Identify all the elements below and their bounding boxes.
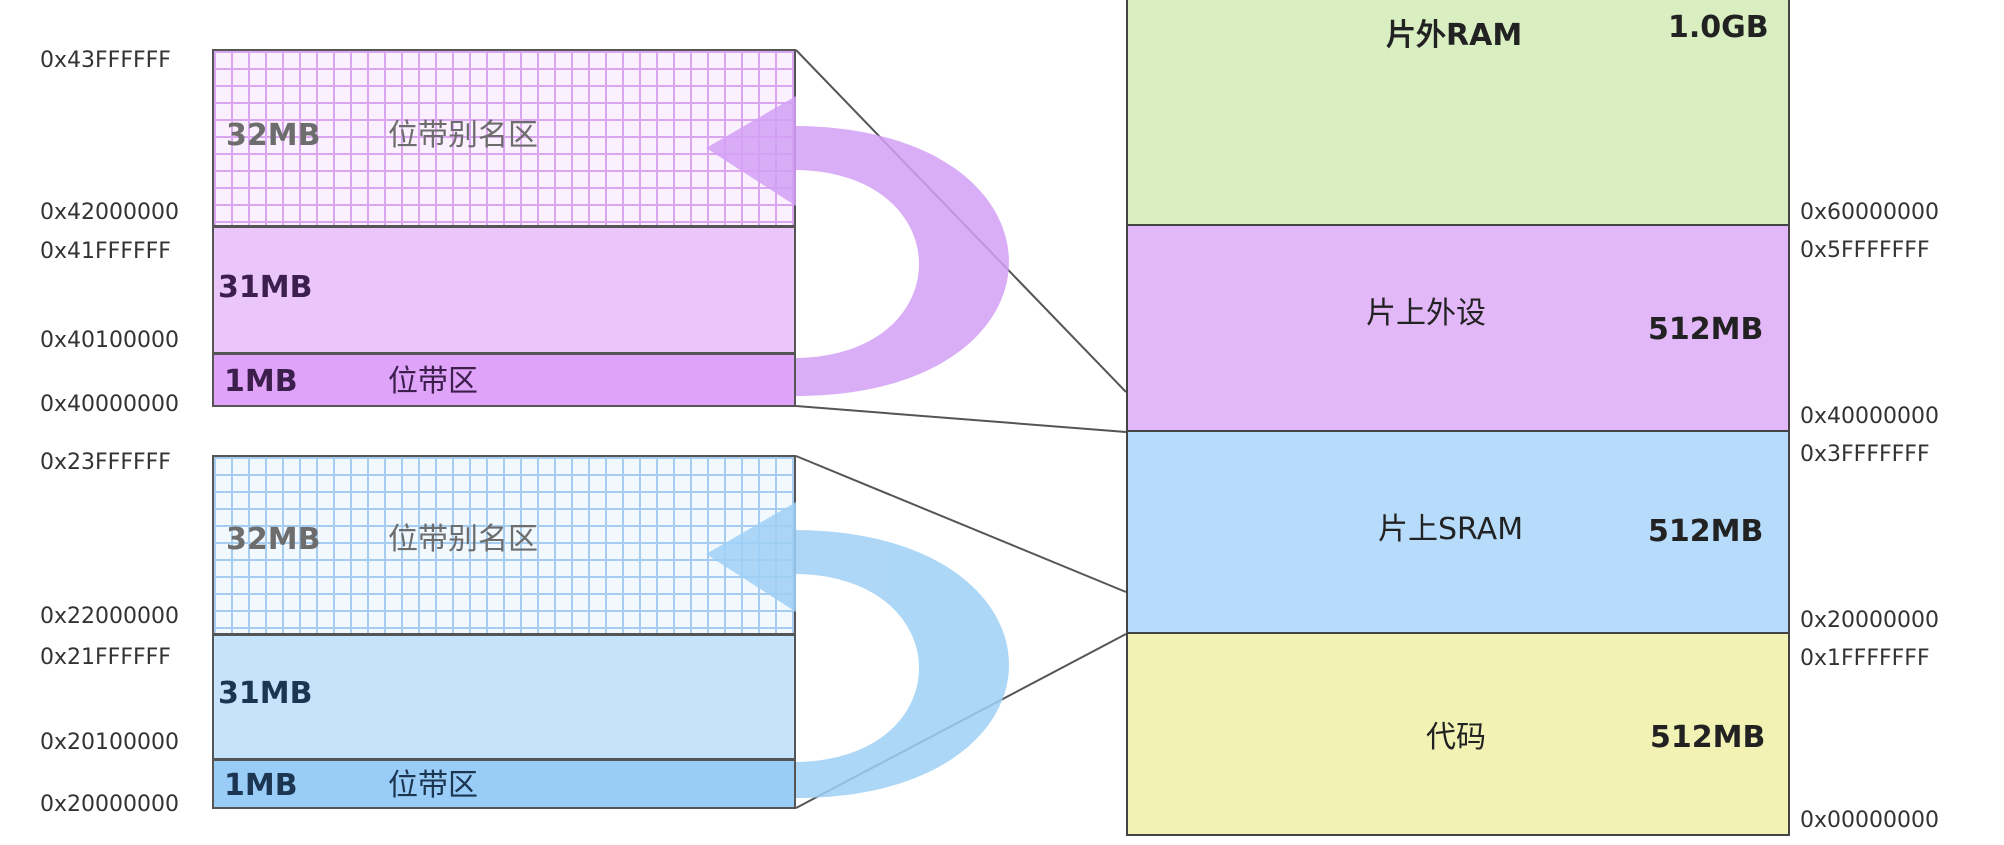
addr-label: 0x41FFFFFF	[40, 239, 171, 264]
addr-label: 0x23FFFFFF	[40, 450, 171, 475]
sram-region	[1126, 430, 1790, 634]
addr-label: 0x20000000	[1800, 608, 1939, 633]
addr-label: 0x21FFFFFF	[40, 645, 171, 670]
addr-label: 0x5FFFFFFF	[1800, 238, 1930, 263]
bitband-region	[212, 353, 796, 407]
connector-line	[795, 455, 1127, 593]
band-name-label: 位带区	[388, 364, 478, 399]
code-region	[1126, 632, 1790, 836]
region-name-label: 片上外设	[1366, 296, 1486, 331]
region-name-label: 片上SRAM	[1378, 512, 1524, 547]
addr-label: 0x40100000	[40, 328, 179, 353]
alias-name-label: 位带别名区	[388, 522, 538, 557]
addr-label: 0x43FFFFFF	[40, 48, 171, 73]
band-size-label: 1MB	[224, 768, 298, 803]
addr-label: 0x40000000	[40, 392, 179, 417]
region-size-label: 1.0GB	[1668, 10, 1769, 45]
addr-label: 0x40000000	[1800, 404, 1939, 429]
alias-name-label: 位带别名区	[388, 118, 538, 153]
addr-label: 0x00000000	[1800, 808, 1939, 833]
region-name-label: 代码	[1426, 720, 1486, 755]
peripheral-region	[1126, 224, 1790, 432]
region-size-label: 512MB	[1648, 514, 1764, 549]
connector-line	[795, 405, 1127, 433]
band-size-label: 1MB	[224, 364, 298, 399]
addr-label: 0x1FFFFFFF	[1800, 646, 1930, 671]
mid-size-label: 31MB	[218, 676, 313, 711]
addr-label: 0x20000000	[40, 792, 179, 817]
addr-label: 0x3FFFFFFF	[1800, 442, 1930, 467]
band-name-label: 位带区	[388, 768, 478, 803]
region-size-label: 512MB	[1650, 720, 1766, 755]
mid-size-label: 31MB	[218, 270, 313, 305]
bitband-mapping-arrow-icon	[706, 502, 1009, 798]
bitband-alias-region	[212, 455, 796, 635]
alias-size-label: 32MB	[226, 522, 321, 557]
addr-label: 0x22000000	[40, 604, 179, 629]
addr-label: 0x60000000	[1800, 200, 1939, 225]
region-size-label: 512MB	[1648, 312, 1764, 347]
alias-size-label: 32MB	[226, 118, 321, 153]
addr-label: 0x42000000	[40, 200, 179, 225]
addr-label: 0x20100000	[40, 730, 179, 755]
region-name-label: 片外RAM	[1386, 18, 1523, 53]
bitband-mapping-arrow-icon	[706, 96, 1009, 396]
bitband-region	[212, 759, 796, 809]
